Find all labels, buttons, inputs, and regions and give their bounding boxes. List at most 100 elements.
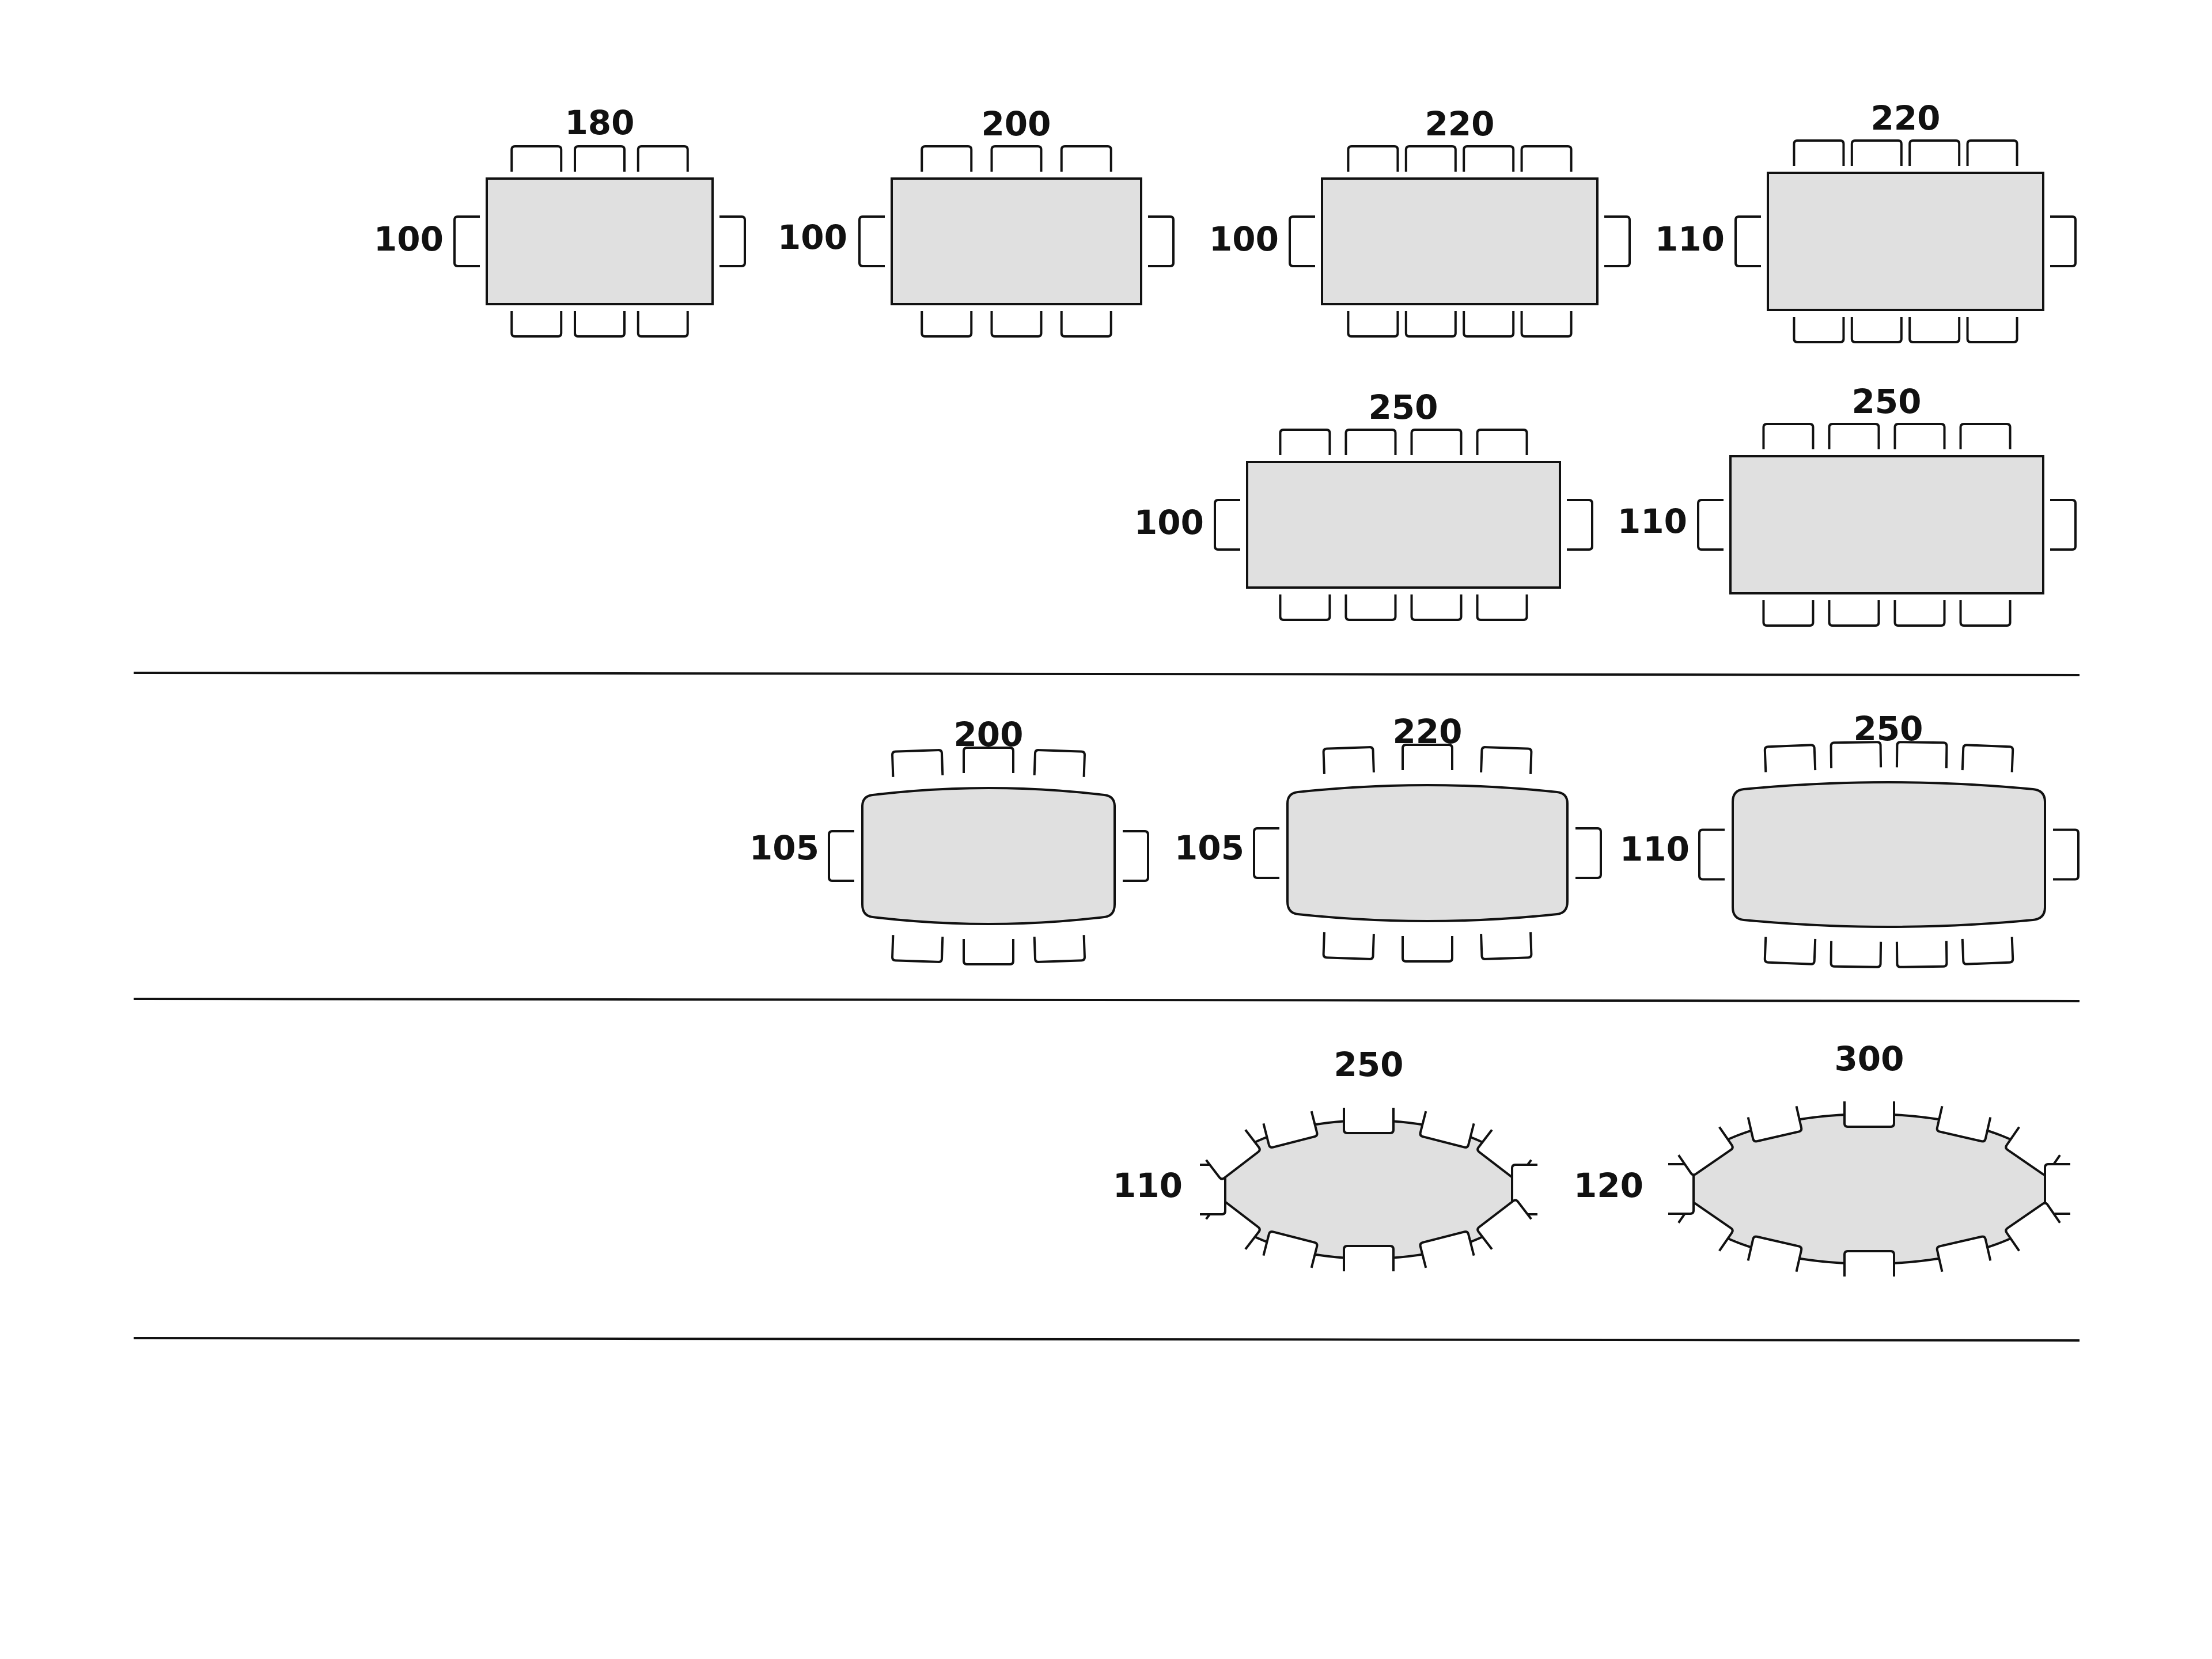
chair [1279,594,1331,621]
chair [1476,594,1528,621]
chair [990,311,1043,338]
chair [2050,215,2077,267]
chair [1828,600,1880,627]
chair [1404,311,1457,338]
chair [1123,830,1149,882]
width-label: 110 [1618,502,1687,541]
chair [891,935,944,963]
chair [1343,1108,1395,1134]
chair [921,311,973,338]
chair [1830,741,1883,768]
chair [828,830,854,882]
chair [1476,429,1528,455]
table-rect-220x110: 220 110 [1655,99,2044,311]
length-label: 250 [1368,388,1438,427]
length-label: 220 [1870,99,1940,138]
table-top [1321,177,1599,305]
chair [1936,1235,1992,1272]
chair [574,311,626,338]
table-rect-200x100: 200 100 [778,104,1142,305]
chair [921,145,973,172]
chair [1830,941,1883,968]
chair [1908,139,1961,166]
chair [1480,932,1533,960]
chair [1966,139,2018,166]
chair [1214,499,1240,551]
table-rect-220x100: 220 100 [1209,104,1599,305]
chair [1966,317,2018,343]
chair [1476,1199,1532,1250]
chair [1322,746,1375,774]
width-label: 110 [1655,219,1725,259]
table-rect-250x100: 250 100 [1134,388,1561,589]
table-top [486,177,714,305]
chair [1347,311,1399,338]
length-label: 250 [1851,382,1921,421]
length-label: 300 [1834,1039,1904,1078]
chair [2053,828,2080,881]
chairs [453,139,2080,1277]
chair [574,145,626,172]
length-label: 250 [1334,1045,1403,1084]
chair [1033,935,1086,963]
section-divider [133,672,2080,676]
chair [1893,423,1946,449]
chair [1205,1129,1261,1180]
chair [1419,1111,1475,1149]
chair [1060,311,1112,338]
table-top [1246,461,1561,589]
chair [963,939,1014,965]
chair [1697,499,1724,551]
chair [1419,1230,1475,1268]
chair [719,215,746,267]
chair [1747,1105,1803,1143]
width-label: 100 [374,219,444,259]
table-oval-250x110: 250 110 [1113,1045,1526,1260]
chair [1604,215,1631,267]
section-divider [133,998,2080,1002]
chair [1850,317,1903,343]
width-label: 100 [1134,503,1204,542]
chair [1677,1126,1734,1176]
chair [1959,600,2012,627]
chair [1843,1101,1895,1128]
chair [1850,139,1903,166]
length-label: 180 [565,103,634,142]
chair [1959,423,2012,449]
chair [1575,827,1602,879]
table-top [1767,172,2044,311]
chair [2050,499,2077,551]
table-barrel-200x105: 200 105 [749,715,1116,925]
chair [1793,317,1845,343]
chair [1520,311,1573,338]
chair [1253,827,1279,879]
chair [1763,744,1817,772]
chair [1344,429,1397,455]
table-top [891,177,1142,305]
chair [1344,594,1397,621]
chair [1033,749,1086,777]
chair [1961,937,2014,965]
chair [963,747,1014,773]
chair [1343,1245,1395,1271]
chair [1322,932,1375,960]
chair [637,145,689,172]
table-barrel-250x110: 250 110 [1620,709,2046,928]
chair [1893,600,1946,627]
table-top [1286,784,1569,922]
table-barrel-220x105: 220 105 [1175,712,1569,922]
width-label: 100 [1209,219,1279,259]
chair [1936,1105,1992,1143]
section-divider [133,1337,2080,1342]
table-rect-180x100: 180 100 [374,103,714,305]
chair [1734,215,1761,267]
chair [1404,145,1457,172]
chair [1347,145,1399,172]
width-label: 120 [1574,1166,1643,1205]
table-top [861,787,1116,925]
chair [510,145,563,172]
chair [1961,744,2014,772]
table-top [1729,455,2044,594]
chair [1289,215,1315,267]
